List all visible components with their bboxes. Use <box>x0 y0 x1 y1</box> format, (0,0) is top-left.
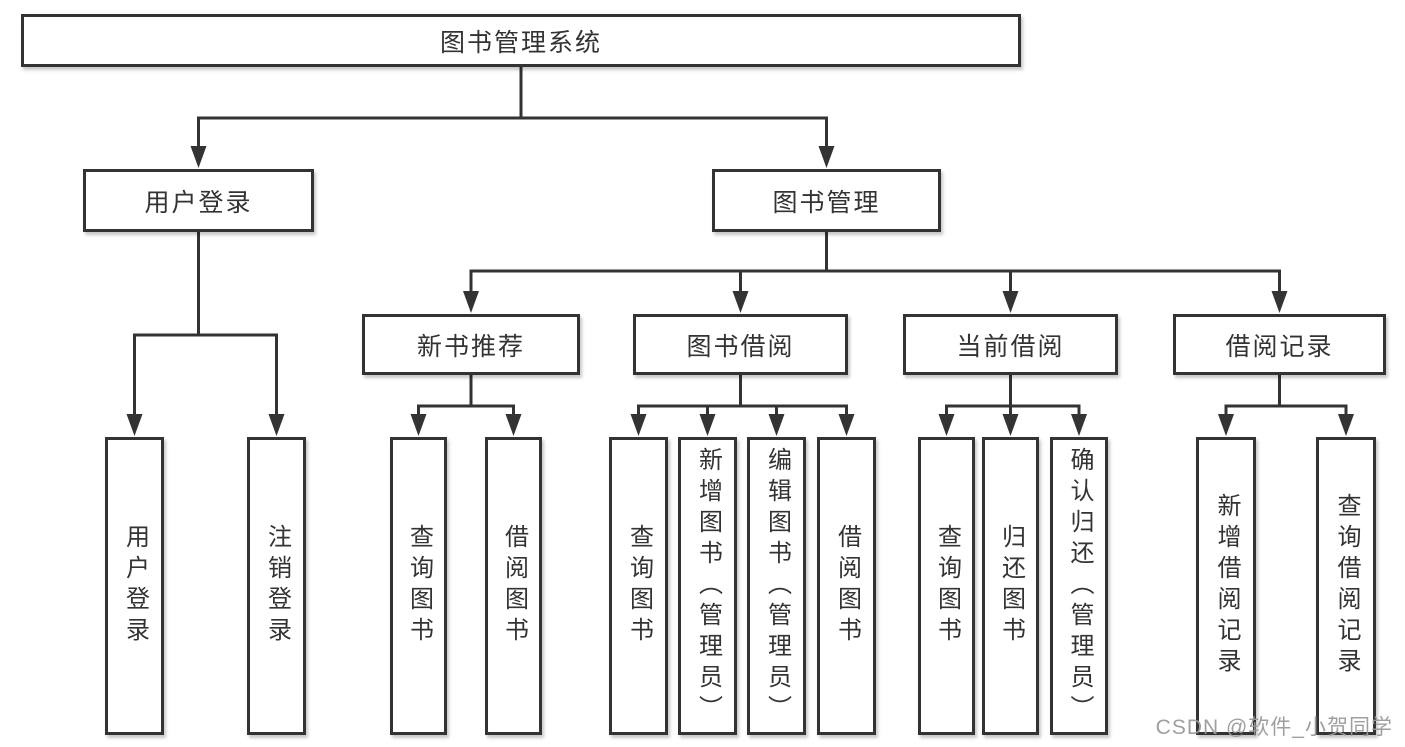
watermark: CSDN @软件_小贺同学 <box>1155 716 1393 739</box>
arrowhead-icon <box>838 414 855 436</box>
node-label-leaf-borrow-book-1: 借阅图书 <box>500 524 528 648</box>
node-label-leaf-query-book-3: 查询图书 <box>933 524 961 648</box>
node-label-leaf-query-book-2: 查询图书 <box>625 524 653 648</box>
arrowhead-icon <box>190 146 207 168</box>
arrowhead-icon <box>1002 414 1019 436</box>
node-leaf-return-book: 归还图书 <box>982 437 1039 735</box>
node-label-leaf-query-book-1: 查询图书 <box>405 524 433 648</box>
node-label-leaf-confirm-return: 确认归还（管理员） <box>1066 446 1093 726</box>
node-label-leaf-add-record: 新增借阅记录 <box>1213 493 1240 679</box>
node-label-borrow-records: 借阅记录 <box>1225 332 1334 361</box>
node-label-leaf-borrow-book-2: 借阅图书 <box>833 524 861 648</box>
node-label-leaf-edit-book: 编辑图书（管理员） <box>763 446 791 726</box>
node-leaf-confirm-return: 确认归还（管理员） <box>1050 437 1108 735</box>
node-label-leaf-logout: 注销登录 <box>263 524 291 648</box>
arrowhead-icon <box>126 414 143 436</box>
arrowhead-icon <box>1338 414 1354 436</box>
node-book-mgmt: 图书管理 <box>712 169 941 232</box>
node-label-leaf-user-login: 用户登录 <box>121 524 149 648</box>
node-leaf-user-login: 用户登录 <box>105 437 164 735</box>
arrowhead-icon <box>1002 291 1019 313</box>
arrowhead-icon <box>818 146 835 168</box>
node-label-book-mgmt: 图书管理 <box>772 188 881 217</box>
arrowhead-icon <box>938 414 955 436</box>
node-leaf-logout: 注销登录 <box>247 437 306 735</box>
node-label-root: 图书管理系统 <box>439 28 602 57</box>
arrowhead-icon <box>732 291 749 313</box>
node-label-new-book-rec: 新书推荐 <box>416 332 525 361</box>
node-current-borrow: 当前借阅 <box>903 314 1118 375</box>
node-leaf-edit-book: 编辑图书（管理员） <box>747 437 806 735</box>
arrowhead-icon <box>1071 414 1087 436</box>
arrowhead-icon <box>268 414 285 436</box>
node-leaf-query-record: 查询借阅记录 <box>1316 437 1376 735</box>
node-leaf-add-book: 新增图书（管理员） <box>678 437 737 735</box>
arrowhead-icon <box>463 291 479 313</box>
node-label-current-borrow: 当前借阅 <box>956 332 1065 361</box>
arrowhead-icon <box>410 414 427 436</box>
node-leaf-borrow-book-1: 借阅图书 <box>485 437 542 735</box>
node-leaf-query-book-2: 查询图书 <box>609 437 668 735</box>
arrowhead-icon <box>1271 291 1288 313</box>
node-user-login: 用户登录 <box>83 169 314 232</box>
node-label-leaf-add-book: 新增图书（管理员） <box>694 446 722 726</box>
node-label-leaf-query-record: 查询借阅记录 <box>1333 493 1360 679</box>
arrowhead-icon <box>630 414 647 436</box>
node-root: 图书管理系统 <box>21 14 1021 67</box>
node-leaf-add-record: 新增借阅记录 <box>1196 437 1256 735</box>
node-label-user-login: 用户登录 <box>144 188 253 217</box>
arrowhead-icon <box>1218 414 1234 436</box>
node-leaf-query-book-1: 查询图书 <box>390 437 447 735</box>
node-leaf-query-book-3: 查询图书 <box>918 437 975 735</box>
arrowhead-icon <box>768 414 785 436</box>
arrowhead-icon <box>505 414 522 436</box>
node-label-book-borrow: 图书借阅 <box>686 332 795 361</box>
node-borrow-records: 借阅记录 <box>1173 314 1386 375</box>
node-book-borrow: 图书借阅 <box>633 314 848 375</box>
node-leaf-borrow-book-2: 借阅图书 <box>817 437 876 735</box>
node-new-book-rec: 新书推荐 <box>362 314 580 375</box>
node-label-leaf-return-book: 归还图书 <box>997 524 1025 648</box>
arrowhead-icon <box>699 414 716 436</box>
